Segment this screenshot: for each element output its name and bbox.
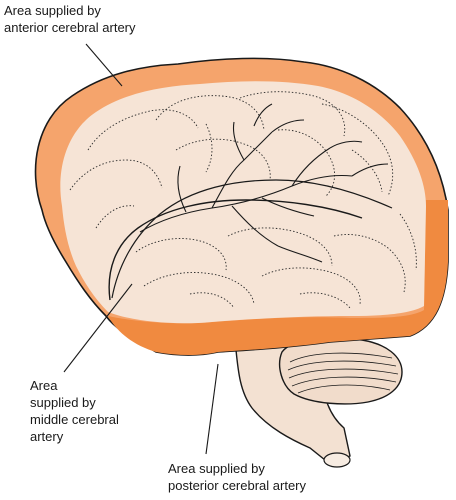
posterior-cerebral-territory [108, 200, 448, 355]
pointer-lines [63, 43, 219, 455]
anterior-cerebral-artery-label: Area supplied by anterior cerebral arter… [4, 3, 136, 35]
lateral-fissure [111, 179, 393, 299]
temporal-lobe-outline [108, 199, 363, 301]
posterior-cerebral-artery-label: Area supplied by posterior cerebral arte… [168, 461, 306, 493]
brainstem-cut-surface [323, 452, 351, 468]
cerebellum-folia [287, 352, 399, 394]
posterior-pointer [205, 363, 219, 455]
anterior-pointer [85, 43, 123, 87]
middle-cerebral-artery-branches [139, 103, 389, 263]
middle-pointer [63, 283, 133, 373]
gyri-sulci [69, 91, 417, 309]
middle-cerebral-artery-label: Area supplied by middle cerebral artery [30, 378, 119, 444]
cerebellum [278, 337, 403, 405]
